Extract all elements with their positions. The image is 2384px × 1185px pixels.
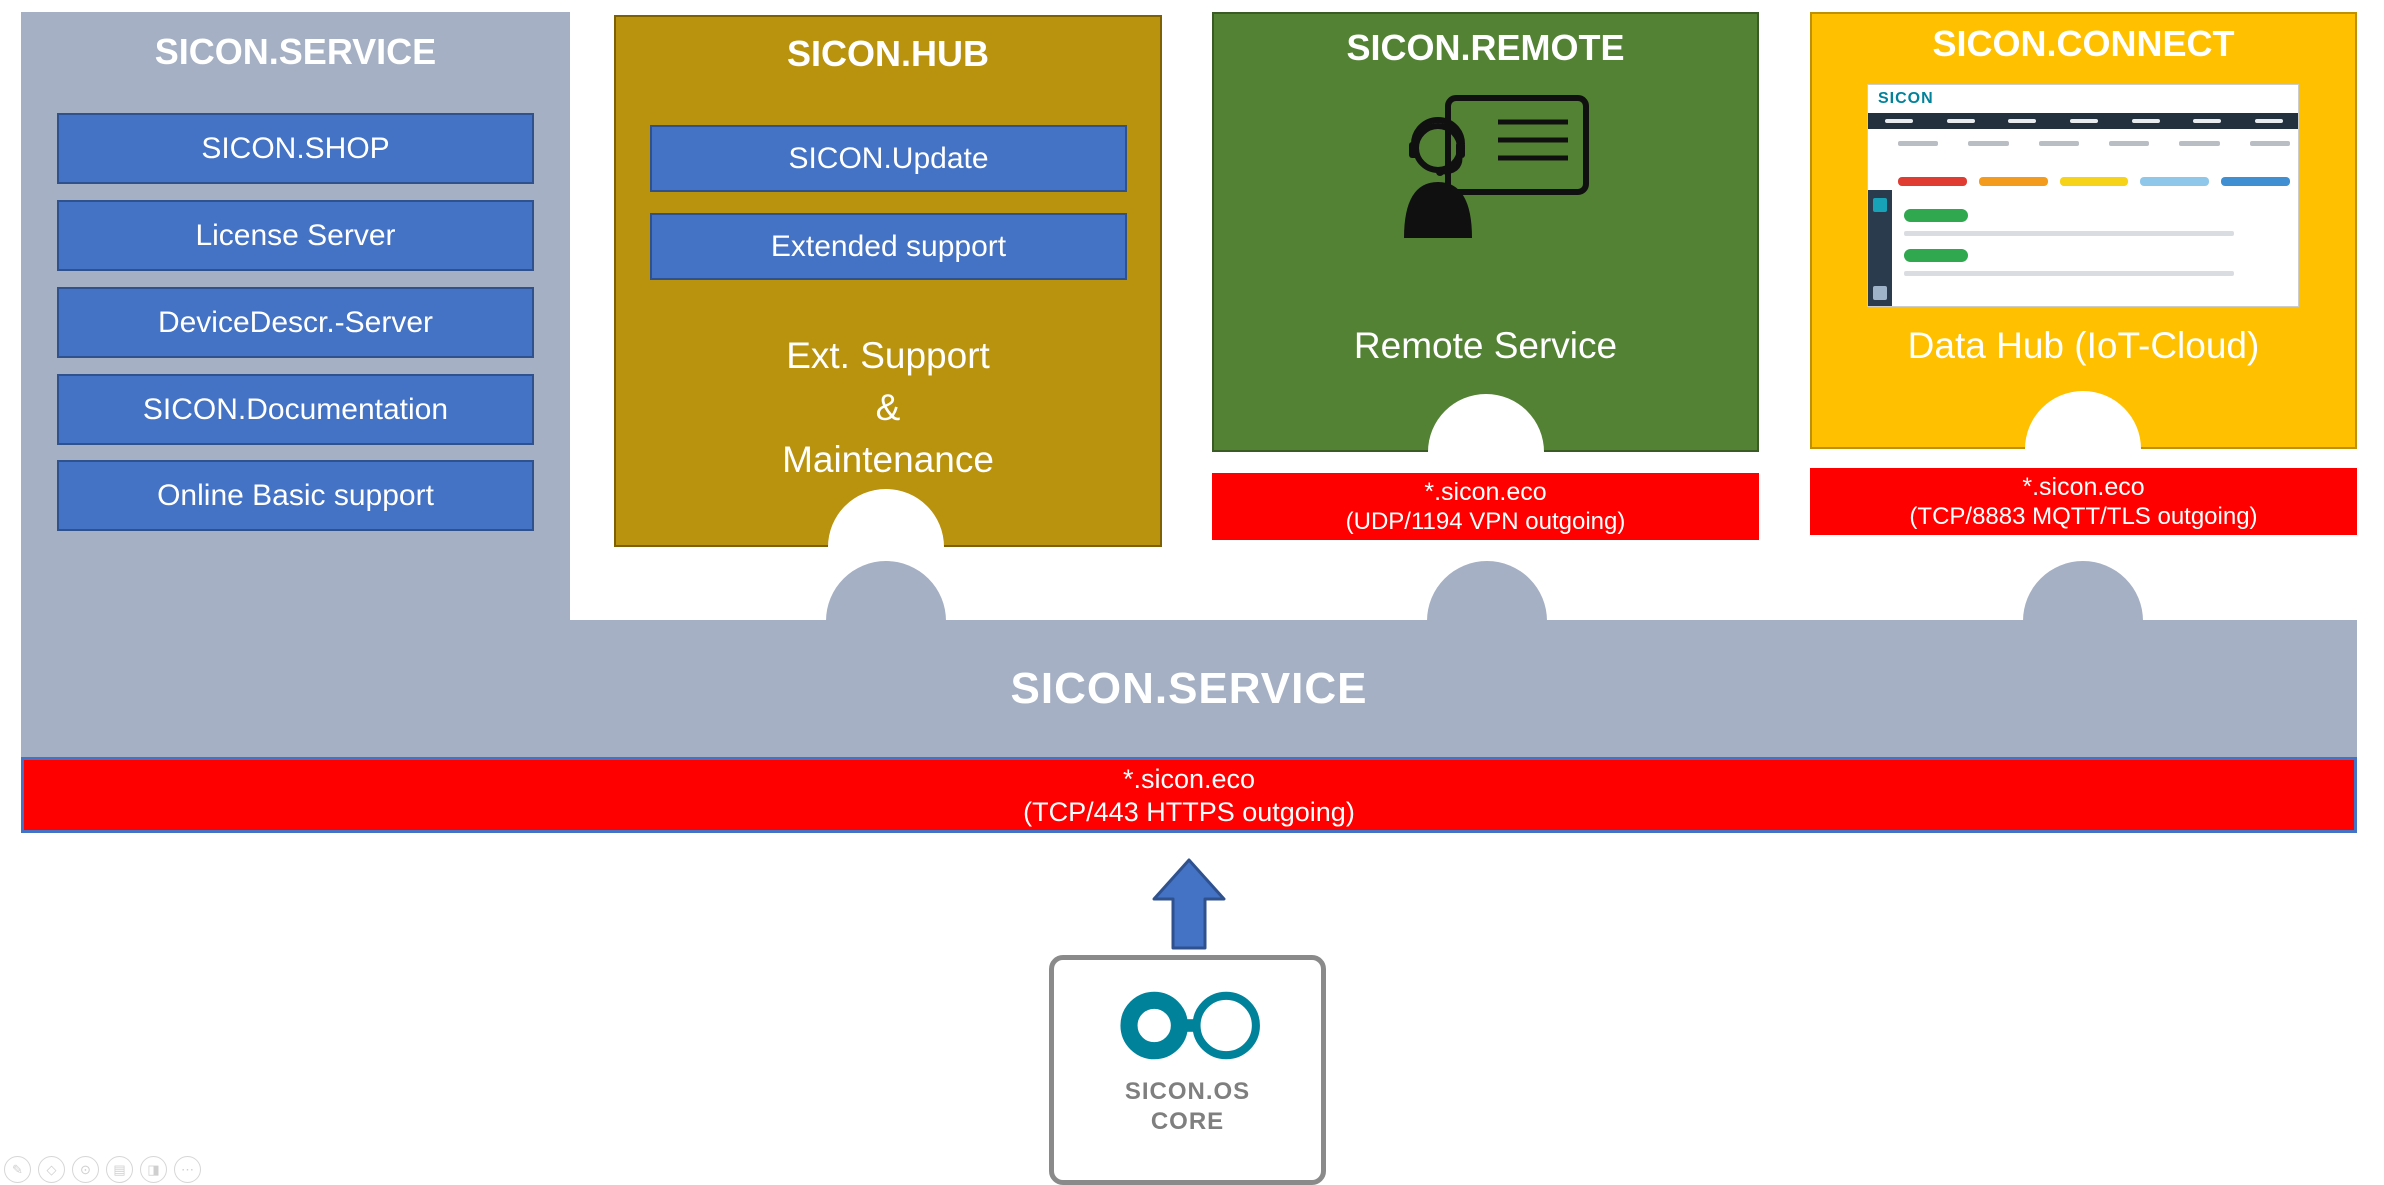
thumbnail-column-headers xyxy=(1898,141,2290,146)
connect-title: SICON.CONNECT xyxy=(1932,23,2235,64)
hub-box xyxy=(614,15,1162,547)
annotation-notes-icon[interactable]: ▤ xyxy=(106,1156,133,1183)
service-band-title: SICON.SERVICE xyxy=(1010,663,1368,713)
core-up-arrow xyxy=(1152,858,1226,950)
hub-item-update: SICON.Update xyxy=(650,125,1127,192)
hub-item-extended-support: Extended support xyxy=(650,213,1127,280)
remote-support-icon xyxy=(1376,85,1596,255)
thumbnail-row-line xyxy=(1904,231,2234,236)
hub-title: SICON.HUB xyxy=(786,33,989,74)
core-tier-label: CORE xyxy=(1150,1108,1225,1135)
thumbnail-status-pill xyxy=(1904,249,1968,262)
thumbnail-sidebar-icon xyxy=(1873,198,1887,212)
service-item-license-server: License Server xyxy=(57,200,534,271)
band-bump-connect xyxy=(2023,561,2143,621)
service-item-devicedescr-server: DeviceDescr.-Server xyxy=(57,287,534,358)
hub-caption-line3: Maintenance xyxy=(782,439,994,480)
hub-caption-line2: & xyxy=(875,387,901,428)
connect-endpoint-host: *.sicon.eco xyxy=(2022,473,2145,501)
remote-box xyxy=(1212,12,1759,452)
https-endpoint-bar: *.sicon.eco (TCP/443 HTTPS outgoing) xyxy=(21,757,2357,833)
core-box: SICON.OS CORE xyxy=(1049,955,1326,1185)
thumbnail-status-bars xyxy=(1898,177,2290,186)
thumbnail-row-line xyxy=(1904,271,2234,276)
sicon-os-logo-icon xyxy=(1102,978,1282,1073)
annotation-pen-icon[interactable]: ✎ xyxy=(4,1156,31,1183)
remote-endpoint-bar: *.sicon.eco (UDP/1194 VPN outgoing) xyxy=(1212,473,1759,540)
https-endpoint-detail: (TCP/443 HTTPS outgoing) xyxy=(1023,797,1355,827)
remote-title: SICON.REMOTE xyxy=(1346,27,1625,68)
hub-caption: Ext. Support & Maintenance xyxy=(614,330,1162,486)
thumbnail-sidebar xyxy=(1868,190,1892,306)
hub-caption-line1: Ext. Support xyxy=(786,335,990,376)
service-item-documentation: SICON.Documentation xyxy=(57,374,534,445)
remote-endpoint-detail: (UDP/1194 VPN outgoing) xyxy=(1345,508,1626,535)
thumbnail-sidebar-icon xyxy=(1873,286,1887,300)
service-item-online-basic-support: Online Basic support xyxy=(57,460,534,531)
annotation-panel-icon[interactable]: ◨ xyxy=(140,1156,167,1183)
service-column-title: SICON.SERVICE xyxy=(154,31,437,72)
connect-endpoint-detail: (TCP/8883 MQTT/TLS outgoing) xyxy=(1909,503,2258,530)
connect-endpoint-bar: *.sicon.eco (TCP/8883 MQTT/TLS outgoing) xyxy=(1810,468,2357,535)
annotation-shape-icon[interactable]: ◇ xyxy=(38,1156,65,1183)
service-band xyxy=(21,620,2357,757)
band-bump-remote xyxy=(1427,561,1547,621)
remote-caption: Remote Service xyxy=(1353,325,1618,366)
remote-endpoint-host: *.sicon.eco xyxy=(1424,478,1547,506)
core-product-label: SICON.OS xyxy=(1124,1078,1251,1105)
thumbnail-navbar xyxy=(1868,113,2298,129)
thumbnail-sicon-logo: SICON xyxy=(1878,90,1934,107)
annotation-zoom-icon[interactable]: ⊙ xyxy=(72,1156,99,1183)
service-item-shop: SICON.SHOP xyxy=(57,113,534,184)
thumbnail-status-pill xyxy=(1904,209,1968,222)
connect-caption: Data Hub (IoT-Cloud) xyxy=(1907,325,2260,366)
connect-dashboard-thumbnail: SICON xyxy=(1867,84,2299,307)
annotation-more-icon[interactable]: ⋯ xyxy=(174,1156,201,1183)
https-endpoint-host: *.sicon.eco xyxy=(1122,764,1256,794)
